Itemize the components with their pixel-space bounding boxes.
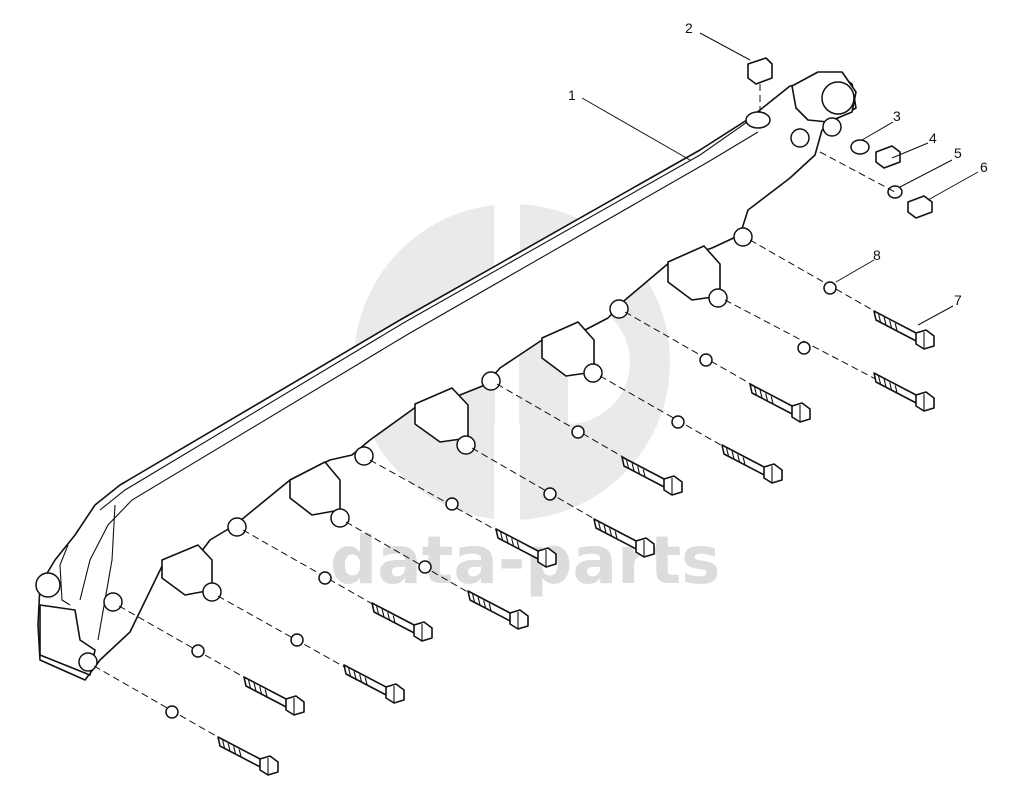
callout-5: 5 — [954, 145, 962, 161]
bolt — [721, 444, 783, 484]
plug-part-2 — [747, 57, 773, 112]
plug-part-4 — [875, 145, 901, 169]
callout-2: 2 — [685, 20, 693, 36]
callout-1: 1 — [568, 87, 576, 103]
bolt — [343, 664, 405, 704]
seal-ring-part-3 — [850, 139, 870, 155]
callout-leaders — [581, 32, 979, 326]
bolt — [495, 528, 557, 568]
runner-ports — [161, 245, 721, 596]
bolt — [749, 383, 811, 423]
plug-part-6 — [907, 195, 933, 219]
bolt — [217, 736, 279, 776]
mounting-bosses — [78, 227, 753, 672]
callout-7: 7 — [954, 292, 962, 308]
callout-3: 3 — [893, 108, 901, 124]
bolt — [467, 590, 529, 630]
washers-part-8 — [165, 281, 837, 719]
callout-8: 8 — [873, 247, 881, 263]
callout-labels: 1 2 3 4 5 6 7 8 — [568, 20, 988, 308]
bolt — [873, 310, 935, 350]
bolt — [593, 518, 655, 558]
bolts-part-7 — [217, 310, 935, 776]
callout-4: 4 — [929, 130, 937, 146]
bolt — [873, 372, 935, 412]
bolt — [371, 602, 433, 642]
callout-6: 6 — [980, 159, 988, 175]
manifold-body — [35, 71, 857, 681]
bolt — [621, 456, 683, 496]
seal-ring-part-5 — [887, 185, 903, 199]
bolt — [243, 676, 305, 716]
watermark-text: data-parts — [330, 522, 720, 599]
